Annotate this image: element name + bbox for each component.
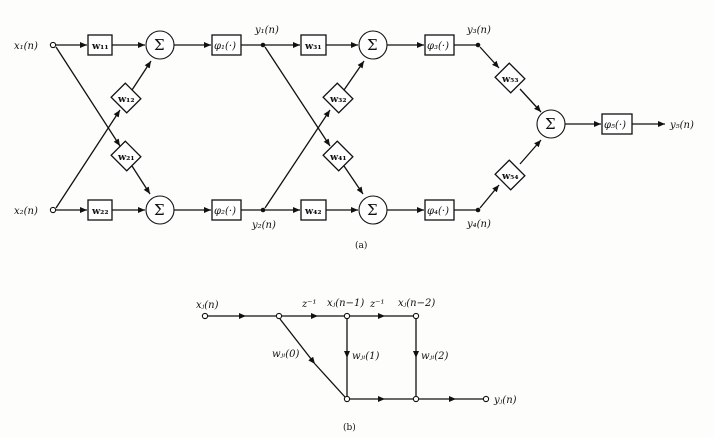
fir-output-label: yⱼ(n) <box>493 395 517 406</box>
y2-label: y₂(n) <box>251 220 276 231</box>
fir-edge-w0-a <box>279 318 316 365</box>
fir-w1-label: wⱼᵢ(1) <box>352 351 379 362</box>
fir-w2-label: wⱼᵢ(2) <box>421 351 448 362</box>
sum4-symbol: Σ <box>367 201 378 219</box>
fir-node-1 <box>343 312 351 320</box>
w21-label: w₂₁ <box>117 152 135 163</box>
y5-label: y₅(n) <box>669 120 694 131</box>
w54-box <box>494 159 526 191</box>
x1-input-node <box>49 41 57 49</box>
edge-w12-sum1 <box>131 60 152 91</box>
sum1-symbol: Σ <box>154 36 165 54</box>
sum5-symbol: Σ <box>545 115 556 133</box>
w11-label: w₁₁ <box>91 41 109 52</box>
edge-x1-w21 <box>55 46 121 147</box>
edge-w53-sum5 <box>519 88 542 113</box>
fir-tap1-label: xⱼ(n−1) <box>327 298 364 309</box>
edge-y3-w53 <box>479 46 500 69</box>
fir-delay1-label: z⁻¹ <box>301 299 317 310</box>
fir-output-node <box>482 395 490 403</box>
y3-label: y₃(n) <box>466 25 491 36</box>
fir-input-node <box>201 312 209 320</box>
edge-w41-sum4 <box>343 165 364 195</box>
x2-input-node <box>49 206 57 214</box>
w41-box <box>322 140 354 172</box>
y3-node <box>475 42 481 48</box>
x2-input-label: x₂(n) <box>14 206 38 217</box>
fir-tap2-label: xⱼ(n−2) <box>398 298 435 309</box>
w32-label: w₃₂ <box>329 94 347 105</box>
fir-sum-node-2 <box>412 395 420 403</box>
w41-label: w₄₁ <box>329 152 347 163</box>
fir-sum-node-1 <box>343 395 351 403</box>
w22-box <box>87 199 113 221</box>
w53-box <box>494 62 526 94</box>
w11-box <box>87 34 113 56</box>
y1-node <box>260 42 266 48</box>
fir-node-0 <box>275 312 283 320</box>
edge-w32-sum3 <box>343 60 365 91</box>
phi3-label: φ₃(·) <box>427 41 449 52</box>
w31-label: w₃₁ <box>304 41 322 52</box>
edge-x2-w12 <box>55 109 121 209</box>
edge-w54-sum5 <box>519 139 542 165</box>
w53-label: w₅₃ <box>501 74 519 85</box>
y4-node <box>475 207 481 213</box>
w42-box <box>300 199 327 221</box>
w12-box <box>110 82 142 114</box>
y2-node <box>260 207 266 213</box>
fir-input-label: xⱼ(n) <box>196 300 219 311</box>
edge-y2-w32 <box>264 109 331 209</box>
x1-input-label: x₁(n) <box>14 41 38 52</box>
w42-label: w₄₂ <box>304 206 322 217</box>
y4-label: y₄(n) <box>466 219 491 230</box>
phi4-label: φ₄(·) <box>427 206 449 217</box>
w22-label: w₂₂ <box>91 206 109 217</box>
w31-box <box>300 34 327 56</box>
fir-edge-w0-b <box>314 363 346 398</box>
y1-label: y₁(n) <box>254 25 279 36</box>
fir-node-2 <box>412 312 420 320</box>
caption-a: (a) <box>355 240 367 251</box>
w54-label: w₅₄ <box>501 171 519 182</box>
w12-label: w₁₂ <box>117 94 135 105</box>
w32-box <box>322 82 354 114</box>
edge-y4-w54 <box>479 184 500 209</box>
sum2-symbol: Σ <box>154 201 165 219</box>
w21-box <box>110 140 142 172</box>
phi1-label: φ₁(·) <box>214 41 236 52</box>
sum3-symbol: Σ <box>367 36 378 54</box>
fir-w0-label: wⱼᵢ(0) <box>272 349 299 360</box>
edge-y1-w41 <box>264 46 331 147</box>
fir-delay2-label: z⁻¹ <box>369 299 385 310</box>
phi2-label: φ₂(·) <box>214 206 236 217</box>
phi5-label: φ₅(·) <box>604 120 626 131</box>
caption-b: (b) <box>343 422 356 433</box>
edge-w21-sum2 <box>131 165 151 195</box>
